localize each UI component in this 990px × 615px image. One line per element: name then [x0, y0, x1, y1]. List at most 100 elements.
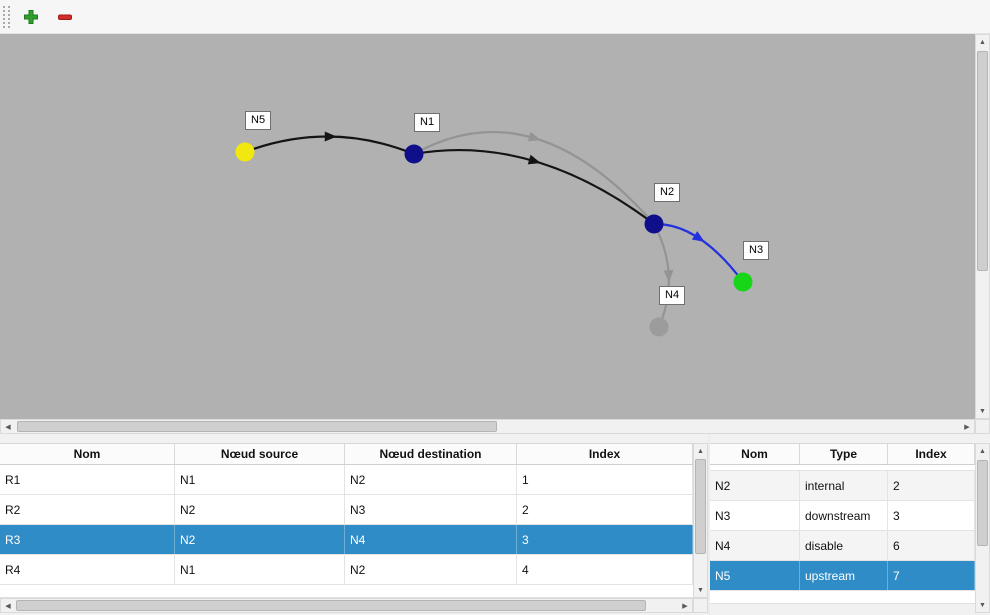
table-cell[interactable]: downstream [800, 501, 888, 530]
scroll-left-button[interactable]: ◀ [1, 420, 15, 433]
table-cell[interactable]: R3 [0, 525, 175, 554]
edge-arrow-icon [663, 270, 674, 283]
column-header-index[interactable]: Index [517, 444, 693, 464]
column-header-type[interactable]: Type [800, 444, 888, 464]
table-cell[interactable]: N4 [710, 531, 800, 560]
add-icon [24, 9, 38, 24]
splitter-handle[interactable] [708, 434, 710, 615]
partially-visible-row[interactable] [710, 465, 975, 471]
toolbar-handle[interactable] [3, 5, 10, 28]
table-cell[interactable]: disable [800, 531, 888, 560]
table-cell[interactable]: N2 [710, 471, 800, 500]
scroll-right-button[interactable]: ▶ [960, 420, 974, 433]
scroll-up-icon: ▲ [979, 447, 986, 455]
table-cell[interactable]: N2 [175, 525, 345, 554]
table-cell[interactable]: 4 [517, 555, 693, 584]
table-cell[interactable]: N2 [345, 465, 517, 494]
scroll-right-icon: ▶ [682, 602, 688, 610]
edge-arrow-icon [527, 131, 541, 142]
scroll-left-icon: ◀ [5, 423, 11, 431]
table-cell[interactable]: 6 [888, 531, 975, 560]
table-cell[interactable]: upstream [800, 561, 888, 590]
scrollbar-thumb[interactable] [695, 459, 706, 554]
scroll-up-button[interactable]: ▲ [976, 35, 989, 49]
scroll-down-button[interactable]: ▼ [976, 404, 989, 418]
scrollbar-thumb[interactable] [977, 460, 988, 546]
scroll-left-icon: ◀ [5, 602, 11, 610]
graph-node-N3[interactable] [733, 272, 753, 292]
scroll-up-button[interactable]: ▲ [694, 444, 707, 458]
table-cell[interactable]: N5 [710, 561, 800, 590]
graph-node-N2[interactable] [644, 214, 664, 234]
table-cell[interactable]: 2 [517, 495, 693, 524]
scroll-down-button[interactable]: ▼ [976, 598, 989, 612]
table-cell[interactable]: N1 [175, 465, 345, 494]
node-label-N1[interactable]: N1 [414, 113, 441, 132]
scrollbar-corner [975, 419, 990, 434]
table-cell[interactable]: 1 [517, 465, 693, 494]
table-cell[interactable]: R1 [0, 465, 175, 494]
table-cell[interactable]: 2 [888, 471, 975, 500]
table-cell[interactable]: R4 [0, 555, 175, 584]
canvas-horizontal-scrollbar[interactable]: ◀ ▶ [0, 419, 975, 434]
nodes-vertical-scrollbar[interactable]: ▲ ▼ [975, 443, 990, 613]
node-label-N5[interactable]: N5 [245, 111, 272, 130]
scroll-down-icon: ▼ [697, 586, 704, 594]
table-cell[interactable]: 7 [888, 561, 975, 590]
table-cell[interactable]: N1 [175, 555, 345, 584]
scrollbar-thumb[interactable] [16, 600, 646, 611]
toolbar-remove-button[interactable] [52, 4, 78, 30]
routes-vertical-scrollbar[interactable]: ▲ ▼ [693, 443, 708, 598]
scrollbar-thumb[interactable] [977, 51, 988, 271]
edge-arrow-icon [527, 154, 541, 165]
edge-N1-N2-alt[interactable] [412, 130, 656, 226]
column-header-nom[interactable]: Nom [710, 444, 800, 464]
table-cell[interactable]: 3 [517, 525, 693, 554]
scroll-left-button[interactable]: ◀ [1, 599, 15, 612]
scrollbar-thumb[interactable] [17, 421, 497, 432]
edge-arrow-icon [691, 231, 705, 242]
scroll-up-button[interactable]: ▲ [976, 444, 989, 458]
node-label-N4[interactable]: N4 [659, 286, 686, 305]
scroll-down-button[interactable]: ▼ [694, 583, 707, 597]
column-header-n-ud-destination[interactable]: Nœud destination [345, 444, 517, 464]
canvas-vertical-scrollbar[interactable]: ▲ ▼ [975, 34, 990, 419]
scroll-right-button[interactable]: ▶ [678, 599, 692, 612]
scroll-down-icon: ▼ [979, 601, 986, 609]
table-cell[interactable]: R2 [0, 495, 175, 524]
graph-node-N5[interactable] [235, 142, 255, 162]
toolbar-add-button[interactable] [18, 4, 44, 30]
column-header-nom[interactable]: Nom [0, 444, 175, 464]
column-header-index[interactable]: Index [888, 444, 975, 464]
remove-icon [58, 14, 72, 20]
table-cell[interactable]: N2 [345, 555, 517, 584]
column-header-n-ud-source[interactable]: Nœud source [175, 444, 345, 464]
node-label-N2[interactable]: N2 [654, 183, 681, 202]
table-cell[interactable]: N3 [710, 501, 800, 530]
table-cell[interactable]: N4 [345, 525, 517, 554]
table-cell[interactable]: 3 [888, 501, 975, 530]
graph-node-N1[interactable] [404, 144, 424, 164]
table-cell[interactable]: N2 [175, 495, 345, 524]
graph-node-N4[interactable] [649, 317, 669, 337]
routes-horizontal-scrollbar[interactable]: ◀ ▶ [0, 598, 693, 613]
scroll-right-icon: ▶ [964, 423, 970, 431]
table-cell[interactable]: internal [800, 471, 888, 500]
node-label-N3[interactable]: N3 [743, 241, 770, 260]
table-cell[interactable]: N3 [345, 495, 517, 524]
